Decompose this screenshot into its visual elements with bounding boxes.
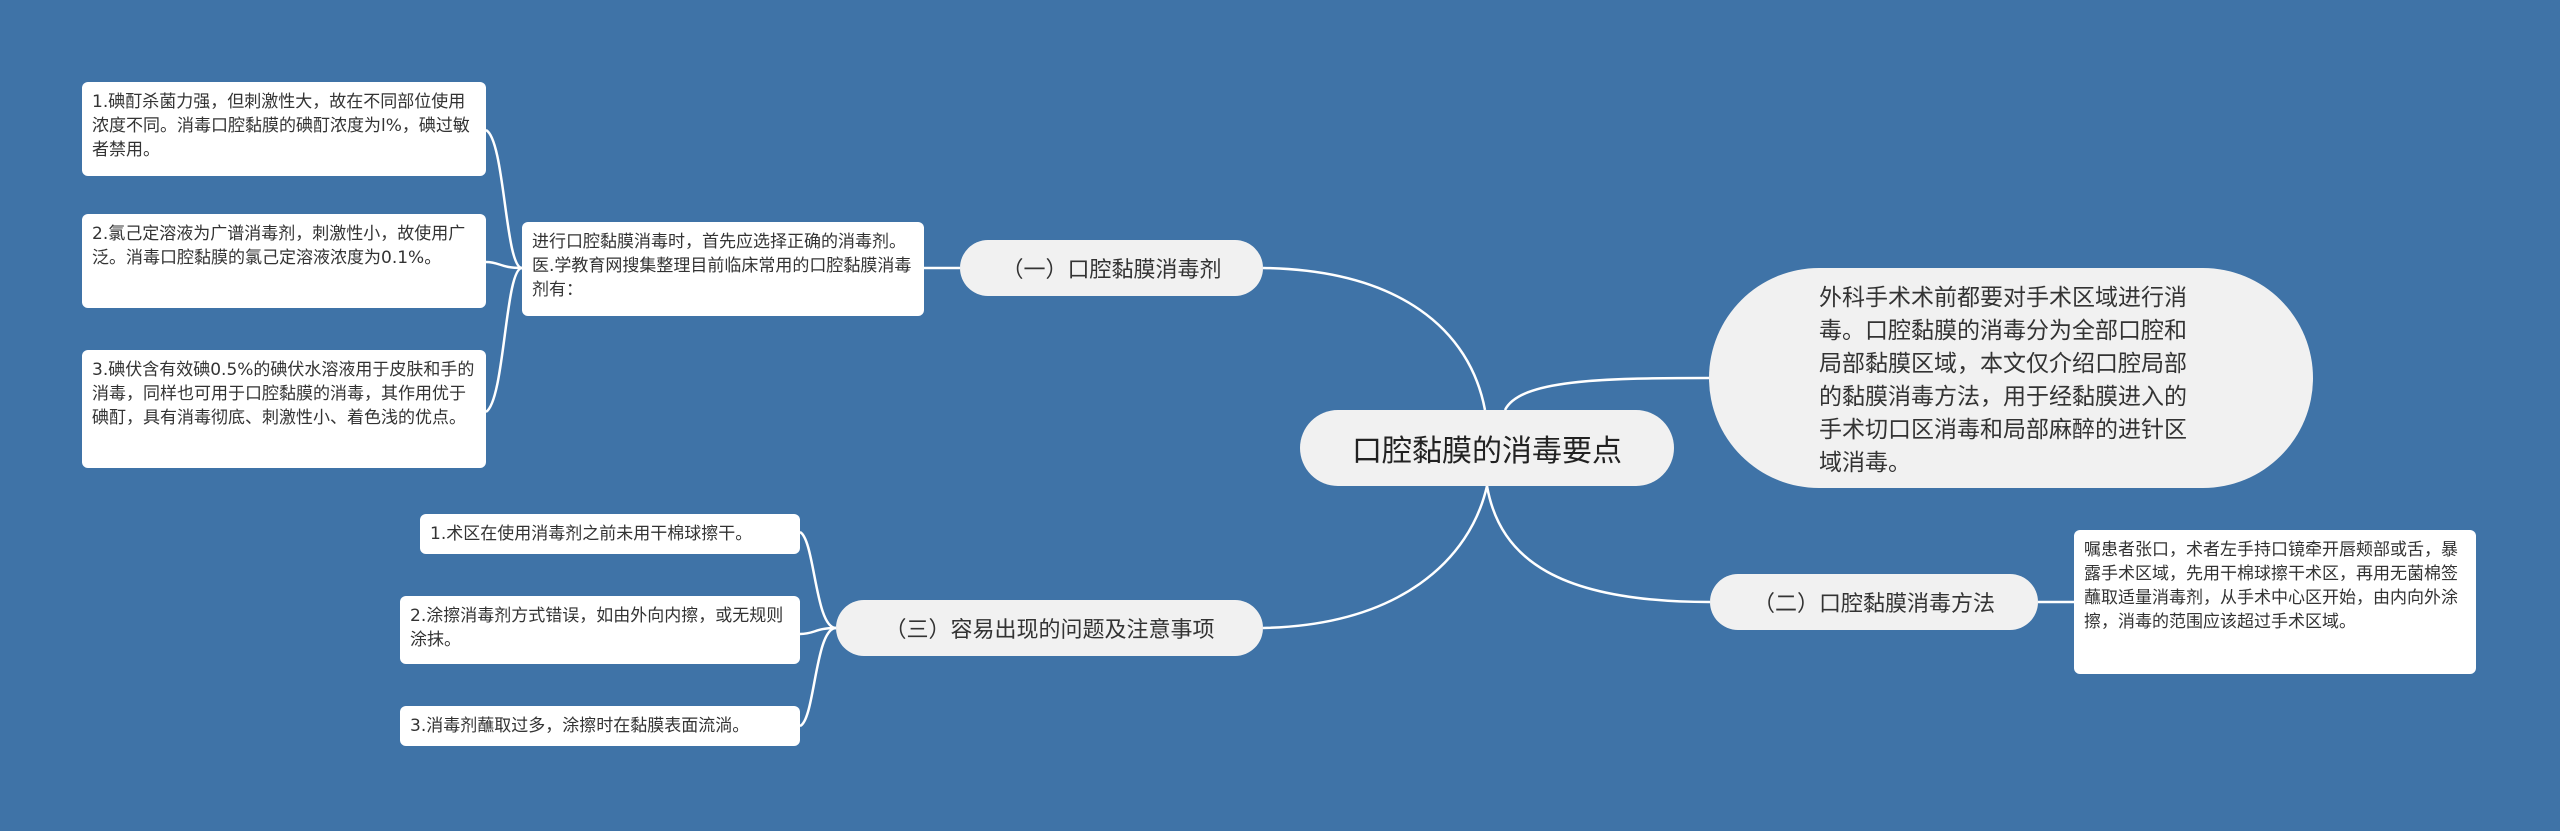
link-branch-3-leaf-2 — [799, 626, 837, 636]
branch-disinfectants[interactable]: （一）口腔黏膜消毒剂 — [960, 240, 1263, 296]
problem-item-wrong-direction[interactable]: 2.涂擦消毒剂方式错误，如由外向内擦，或无规则涂抹。 — [400, 596, 800, 664]
link-center-intro — [1503, 376, 1710, 411]
problem-item-not-dried[interactable]: 1.术区在使用消毒剂之前未用干棉球擦干。 — [420, 514, 800, 554]
link-branch-3-leaf-1 — [799, 530, 837, 630]
branch-problems-notes[interactable]: （三）容易出现的问题及注意事项 — [836, 600, 1263, 656]
link-branch-3-leaf-3 — [799, 626, 837, 728]
central-topic[interactable]: 口腔黏膜的消毒要点 — [1300, 410, 1674, 486]
problem-item-too-much[interactable]: 3.消毒剂蘸取过多，涂擦时在黏膜表面流淌。 — [400, 706, 800, 746]
disinfectants-description[interactable]: 进行口腔黏膜消毒时，首先应选择正确的消毒剂。医.学教育网搜集整理目前临床常用的口… — [522, 222, 924, 316]
link-desc-bracket-3 — [485, 266, 523, 414]
intro-node[interactable]: 外科手术术前都要对手术区域进行消毒。口腔黏膜的消毒分为全部口腔和局部黏膜区域，本… — [1709, 268, 2313, 488]
link-center-branch-3 — [1262, 485, 1489, 630]
link-desc-bracket-1 — [485, 128, 523, 270]
list-item-povidone-iodine[interactable]: 3.碘伏含有效碘0.5%的碘伏水溶液用于皮肤和手的消毒，同样也可用于口腔黏膜的消… — [82, 350, 486, 468]
link-desc-bracket-2 — [485, 260, 523, 270]
branch-disinfection-method[interactable]: （二）口腔黏膜消毒方法 — [1710, 574, 2038, 630]
method-description[interactable]: 嘱患者张口，术者左手持口镜牵开唇颊部或舌，暴露手术区域，先用干棉球擦干术区，再用… — [2074, 530, 2476, 674]
link-center-branch-2 — [1485, 485, 1711, 604]
list-item-iodine-tincture[interactable]: 1.碘酊杀菌力强，但刺激性大，故在不同部位使用浓度不同。消毒口腔黏膜的碘酊浓度为… — [82, 82, 486, 176]
list-item-chlorhexidine[interactable]: 2.氯己定溶液为广谱消毒剂，刺激性小，故使用广泛。消毒口腔黏膜的氯己定溶液浓度为… — [82, 214, 486, 308]
link-center-branch-1 — [1262, 266, 1487, 411]
